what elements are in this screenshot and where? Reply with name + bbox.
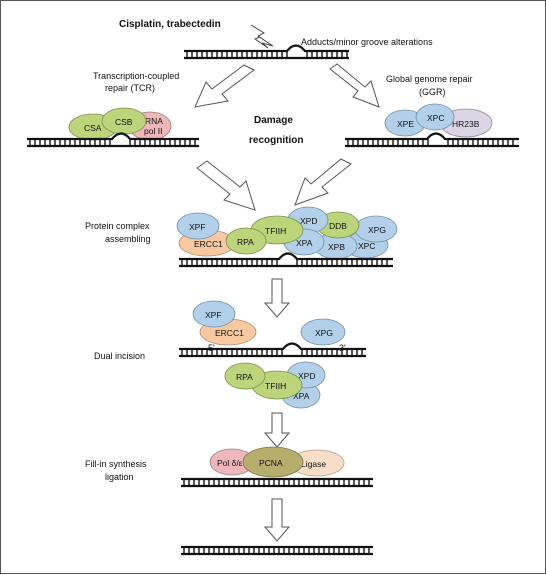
assembly-label-line1: Protein complex	[85, 221, 150, 231]
arrow-to-ggr	[329, 63, 380, 108]
protein-xpg: XPG	[354, 215, 398, 243]
protein-xpf: XPF	[176, 212, 220, 240]
rnapol2-label-line2: pol II	[144, 126, 162, 136]
adducts-label: Adducts/minor groove alterations	[301, 37, 433, 47]
arrow-down-2	[263, 412, 291, 448]
fill-label-line2: ligation	[105, 472, 134, 482]
xpg-incision-label: XPG	[315, 328, 333, 338]
xpg-label: XPG	[368, 225, 386, 235]
rpa-incision-label: RPA	[236, 372, 253, 382]
agents-label: Cisplatin, trabectedin	[119, 19, 221, 30]
protein-pcna: PCNA	[242, 446, 304, 478]
ligase-label: Ligase	[301, 459, 326, 469]
protein-xpg-incision: XPG	[300, 318, 346, 346]
damage-label-line1: Damage	[254, 115, 293, 126]
protein-csb: CSB	[101, 107, 147, 135]
dna-assembly	[179, 252, 393, 268]
xpb-label: XPB	[328, 242, 345, 252]
xpa-incision-label: XPA	[293, 391, 310, 401]
incision-label: Dual incision	[94, 351, 145, 361]
arrow-down-1	[263, 278, 291, 318]
rpa-label: RPA	[237, 237, 254, 247]
xpd-label: XPD	[300, 216, 317, 226]
dna-incision	[179, 342, 366, 358]
pol-label: Pol δ/ε	[217, 458, 243, 468]
lightning-icon	[250, 24, 274, 49]
dna-top	[184, 44, 349, 60]
dna-fill	[181, 477, 373, 488]
rnapol2-label-line1: RNA	[145, 116, 163, 126]
ggr-label-line1: Global genome repair	[386, 74, 473, 84]
tfiih-incision-label: TFIIH	[265, 381, 286, 391]
assembly-label-line2: assembling	[105, 234, 151, 244]
ddb-label: DDB	[329, 221, 347, 231]
fill-label-line1: Fill-in synthesis	[85, 459, 147, 469]
arrow-to-tcr	[194, 64, 255, 108]
dna-ggr	[345, 132, 519, 148]
ercc1-incision-label: ERCC1	[215, 328, 244, 338]
tcr-label-line1: Transcription-coupled	[93, 71, 179, 81]
protein-rpa-incision: RPA	[224, 362, 266, 390]
protein-xpc-ggr: XPC	[415, 103, 455, 131]
tcr-label-line2: repair (TCR)	[105, 83, 155, 93]
xpc-ggr-label: XPC	[427, 113, 444, 123]
dna-tcr	[27, 132, 199, 148]
xpc-label: XPC	[358, 241, 375, 251]
pcna-label: PCNA	[259, 458, 283, 468]
xpe-label: XPE	[397, 119, 414, 129]
protein-rpa: RPA	[225, 227, 267, 255]
csb-label: CSB	[115, 117, 133, 127]
xpd-incision-label: XPD	[298, 371, 315, 381]
ggr-label-line2: (GGR)	[419, 87, 446, 97]
hr23b-label: HR23B	[452, 119, 480, 129]
csa-label: CSA	[84, 123, 102, 133]
xpa-label: XPA	[296, 238, 313, 248]
xpf-incision-label: XPF	[205, 310, 222, 320]
arrow-down-3	[263, 498, 291, 542]
dna-repaired	[181, 545, 373, 556]
damage-label-line2: recognition	[249, 135, 303, 146]
xpf-label: XPF	[189, 222, 206, 232]
protein-xpf-incision: XPF	[192, 300, 236, 328]
arrow-tcr-to-assembly	[196, 160, 256, 211]
arrow-ggr-to-assembly	[294, 158, 352, 206]
ercc1-label: ERCC1	[194, 239, 223, 249]
tfiih-label: TFIIH	[265, 226, 286, 236]
